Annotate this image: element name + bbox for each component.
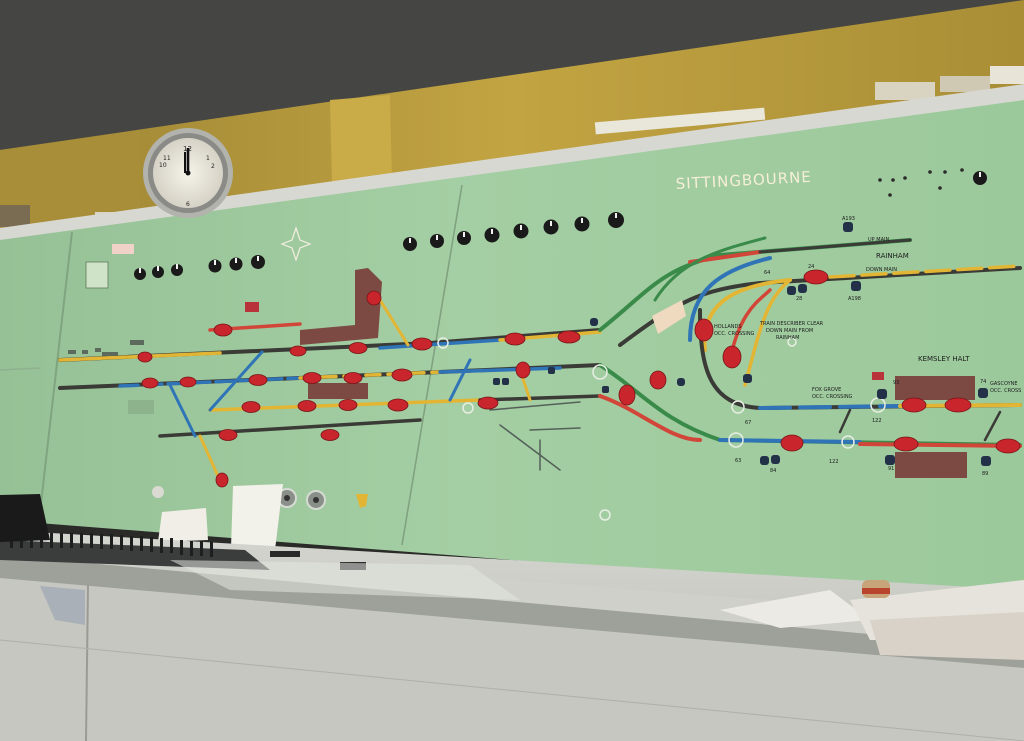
switch-lever[interactable] xyxy=(391,368,413,382)
svg-text:122: 122 xyxy=(872,418,882,424)
key-switch[interactable] xyxy=(356,494,368,508)
svg-text:TRAIN DESCRIBER CLEAR: TRAIN DESCRIBER CLEAR xyxy=(759,321,824,327)
switch-lever[interactable] xyxy=(477,396,499,410)
switch-lever[interactable] xyxy=(141,377,159,389)
switch-lever[interactable] xyxy=(649,370,667,390)
switch-lever[interactable] xyxy=(297,400,317,412)
paper-note xyxy=(231,484,283,550)
warning-tag xyxy=(112,244,134,254)
svg-text:10: 10 xyxy=(159,162,167,169)
switch-lever[interactable] xyxy=(780,434,804,452)
switch-lever[interactable] xyxy=(803,269,829,285)
svg-text:24: 24 xyxy=(808,264,814,270)
switch-lever[interactable] xyxy=(348,342,368,354)
switch-lever[interactable] xyxy=(338,399,358,411)
switch-lever[interactable] xyxy=(215,472,229,488)
switch-lever[interactable] xyxy=(411,337,433,351)
glass-plate xyxy=(170,560,520,600)
svg-text:89: 89 xyxy=(982,471,988,477)
point-switches xyxy=(137,269,1021,488)
svg-text:74: 74 xyxy=(980,379,986,385)
svg-text:1: 1 xyxy=(206,155,210,162)
switch-lever[interactable] xyxy=(694,318,714,342)
paper-note xyxy=(158,508,208,542)
svg-text:6: 6 xyxy=(186,201,190,208)
push-button[interactable] xyxy=(152,486,164,498)
svg-text:RAINHAM: RAINHAM xyxy=(876,252,909,260)
compass-rose xyxy=(280,226,312,262)
svg-text:28: 28 xyxy=(796,296,802,302)
svg-text:KEMSLEY HALT: KEMSLEY HALT xyxy=(918,355,970,363)
svg-text:OCC. CROSSING: OCC. CROSSING xyxy=(812,394,853,400)
switch-lever[interactable] xyxy=(241,401,261,413)
switch-lever[interactable] xyxy=(387,398,409,412)
svg-text:122: 122 xyxy=(829,459,839,465)
control-buttons xyxy=(152,486,368,510)
svg-text:RAINHAM: RAINHAM xyxy=(776,335,799,341)
wall-pillar xyxy=(330,95,392,186)
shelf-box xyxy=(875,82,935,100)
legend-placard xyxy=(85,261,109,289)
panel-rim xyxy=(0,84,1024,244)
svg-text:67: 67 xyxy=(745,420,751,426)
switch-lever[interactable] xyxy=(557,330,581,344)
switch-lever[interactable] xyxy=(218,429,238,441)
panel-markings xyxy=(68,340,154,414)
svg-text:UP MAIN: UP MAIN xyxy=(868,237,889,243)
paper-stack xyxy=(720,580,1024,660)
panel-face xyxy=(0,100,1024,600)
switch-lever[interactable] xyxy=(289,345,307,357)
svg-text:84: 84 xyxy=(770,468,776,474)
back-wall xyxy=(0,0,1024,240)
switch-lever[interactable] xyxy=(504,332,526,346)
wall-clock: 12 1 2 10 11 6 xyxy=(143,128,233,218)
note-tag xyxy=(652,300,686,334)
svg-text:A198: A198 xyxy=(848,296,861,302)
switch-lever[interactable] xyxy=(995,438,1021,454)
panel-labels: UP MAIN RAINHAM DOWN MAIN A193 A198 KEMS… xyxy=(714,216,1021,477)
svg-text:DOWN MAIN FROM: DOWN MAIN FROM xyxy=(766,328,813,334)
switch-lever[interactable] xyxy=(722,345,742,369)
svg-text:HOLLANDS: HOLLANDS xyxy=(714,324,742,330)
svg-text:64: 64 xyxy=(764,270,770,276)
svg-text:11: 11 xyxy=(163,155,171,162)
svg-text:91: 91 xyxy=(888,466,894,472)
switch-lever[interactable] xyxy=(137,351,153,363)
svg-text:63: 63 xyxy=(735,458,741,464)
route-knob-row xyxy=(134,171,987,280)
svg-text:2: 2 xyxy=(211,163,215,170)
switch-lever[interactable] xyxy=(944,397,972,413)
panel-seam xyxy=(401,184,463,546)
indicator-dots xyxy=(878,168,964,197)
switch-lever[interactable] xyxy=(248,374,268,386)
switch-lever[interactable] xyxy=(343,372,363,384)
switch-lever[interactable] xyxy=(320,429,340,441)
svg-text:OCC. CROSS: OCC. CROSS xyxy=(990,388,1021,394)
switch-lever[interactable] xyxy=(302,372,322,384)
svg-text:OCC. CROSSING: OCC. CROSSING xyxy=(714,331,755,337)
svg-text:A193: A193 xyxy=(842,216,855,222)
switch-lever[interactable] xyxy=(515,361,531,379)
svg-text:FOX GROVE: FOX GROVE xyxy=(812,387,841,393)
signal-indicators xyxy=(493,222,991,466)
switch-lever[interactable] xyxy=(366,290,382,306)
switch-lever[interactable] xyxy=(213,323,233,337)
svg-text:DOWN MAIN: DOWN MAIN xyxy=(866,267,897,273)
shelf-paper xyxy=(594,107,766,135)
switch-lever[interactable] xyxy=(901,397,927,413)
switch-lever[interactable] xyxy=(179,376,197,388)
svg-text:GASCOYNE: GASCOYNE xyxy=(990,381,1018,387)
platform-blocks xyxy=(245,268,975,478)
switch-lever[interactable] xyxy=(618,384,636,406)
svg-text:93: 93 xyxy=(893,380,899,386)
switch-lever[interactable] xyxy=(893,436,919,452)
telephone xyxy=(0,494,50,542)
